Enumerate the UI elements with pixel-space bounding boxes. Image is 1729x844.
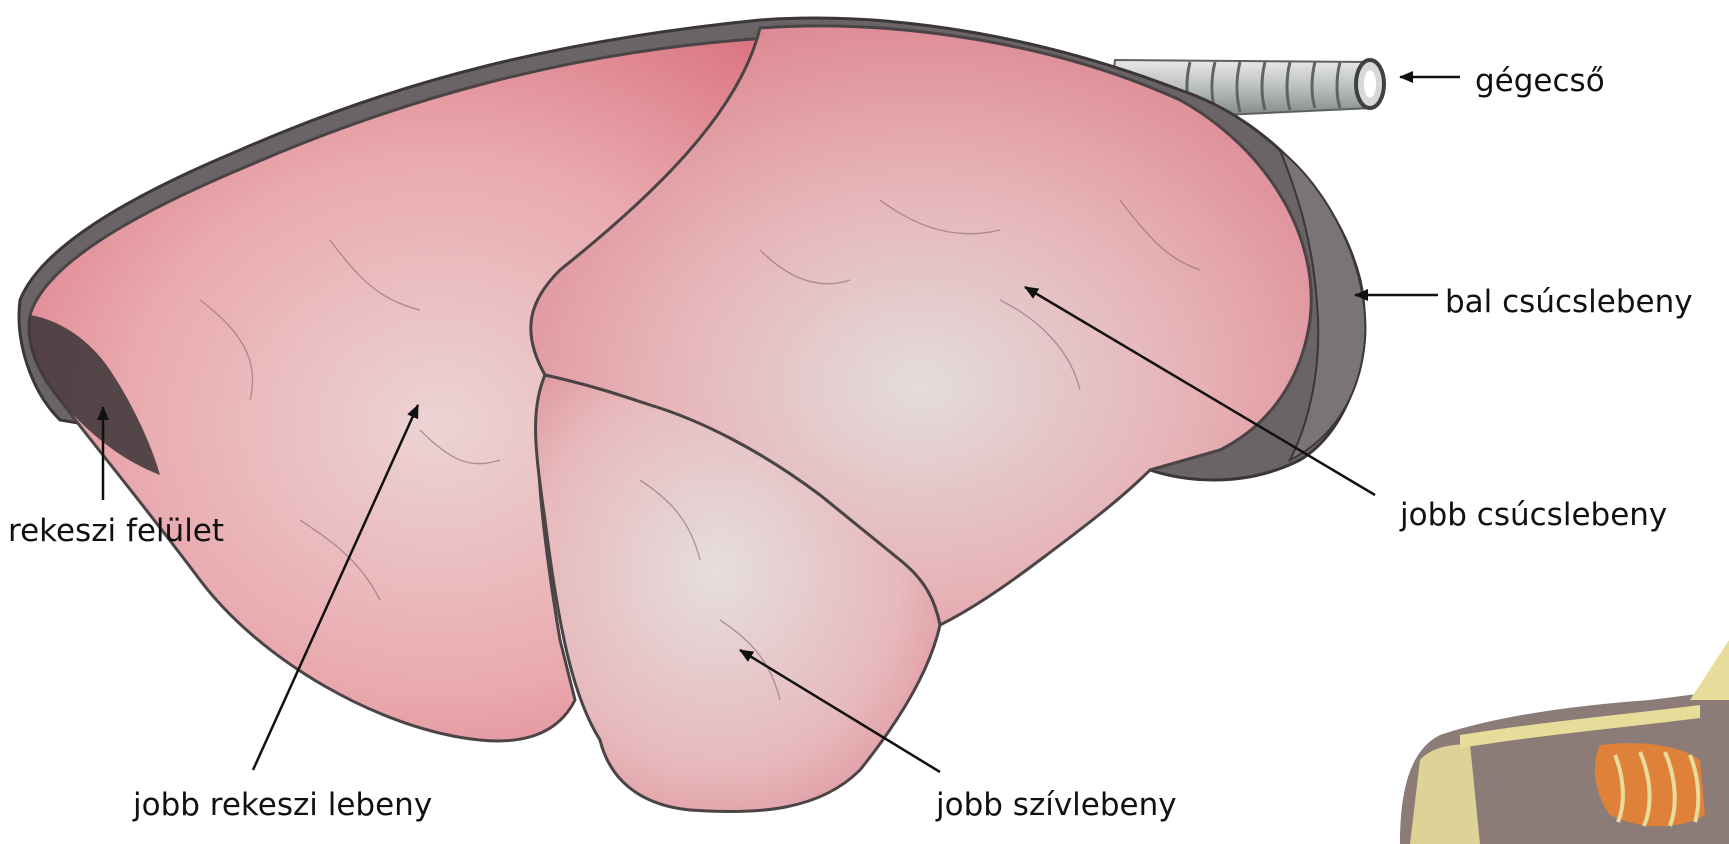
label-right-cardiac-lobe: jobb szívlebeny <box>936 790 1177 821</box>
label-right-diaphragmatic-lobe: jobb rekeszi lebeny <box>133 790 432 821</box>
label-trachea: gégecső <box>1475 66 1605 97</box>
inset-skeleton-thumbnail <box>1400 640 1729 844</box>
label-left-apical-lobe: bal csúcslebeny <box>1445 287 1693 318</box>
label-right-apical-lobe: jobb csúcslebeny <box>1400 500 1667 531</box>
label-diaphragmatic-surface: rekeszi felület <box>8 516 224 547</box>
